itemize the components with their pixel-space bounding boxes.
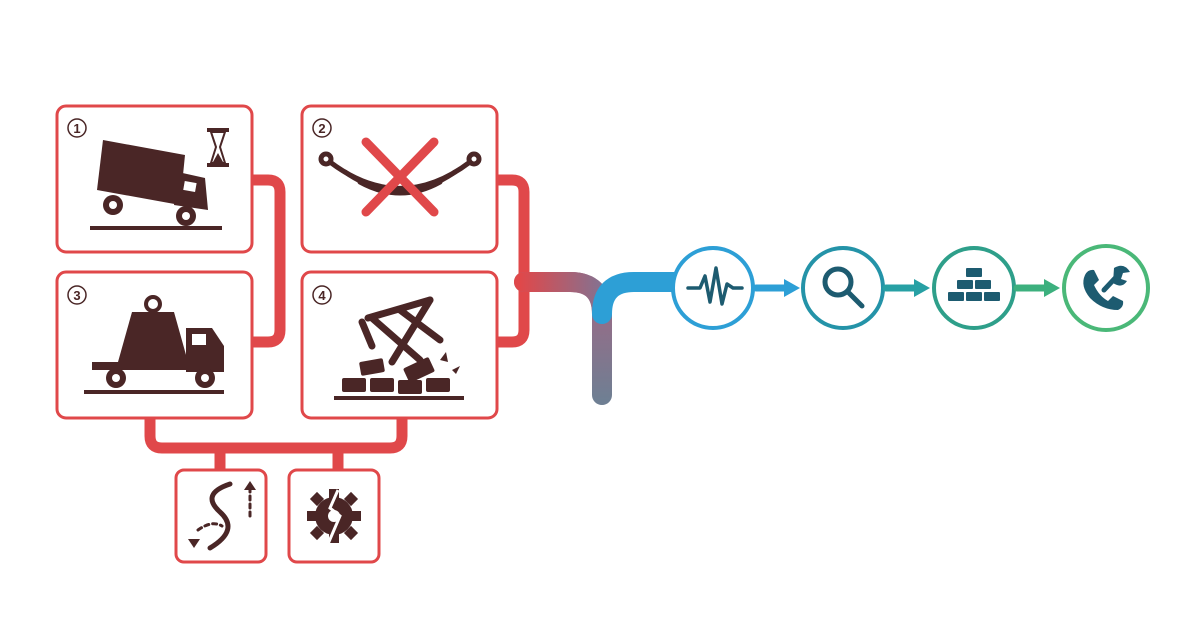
tilted-truck-icon <box>90 140 222 230</box>
arrow-3-4 <box>1013 279 1060 297</box>
step-arrows <box>752 279 1060 297</box>
panel-number-badge <box>67 118 87 138</box>
connector-lines <box>144 174 530 476</box>
broken-gear-icon <box>307 489 361 545</box>
step-2 <box>801 246 885 330</box>
arrow-1-2 <box>752 279 800 297</box>
weight-icon <box>118 295 188 362</box>
panel-number: 3 <box>73 288 80 303</box>
step-4 <box>1062 244 1150 332</box>
step-1 <box>671 246 755 330</box>
panel-number: 1 <box>73 121 80 136</box>
panel-number-badge <box>312 118 332 138</box>
panel-3: 3 <box>55 270 254 420</box>
small-panel-gear <box>287 468 381 564</box>
leaf-spring-icon <box>318 151 482 196</box>
flatbed-truck-icon <box>84 328 224 394</box>
step-3 <box>932 246 1016 330</box>
bricks-icon <box>334 352 464 400</box>
arrow-2-3 <box>882 279 930 297</box>
small-panel-road <box>174 468 268 564</box>
winding-road-icon <box>196 481 252 551</box>
hourglass-icon <box>207 128 229 167</box>
panel-1: 1 <box>55 104 254 254</box>
brick-stack-icon <box>948 268 1000 301</box>
panel-2: 2 <box>300 104 499 254</box>
magnifier-icon <box>822 266 865 309</box>
phone-wrench-icon <box>1083 265 1130 310</box>
scissor-jack-icon <box>358 296 444 366</box>
pulse-waveform-icon <box>686 266 744 306</box>
panel-number-badge <box>312 285 332 305</box>
road-arrows <box>188 481 256 548</box>
flow-connector <box>514 272 690 405</box>
panel-number: 2 <box>318 121 325 136</box>
panel-number-badge <box>67 285 87 305</box>
cross-mark-icon <box>361 137 439 217</box>
panel-number: 4 <box>318 288 326 303</box>
panel-4: 4 <box>300 270 499 420</box>
